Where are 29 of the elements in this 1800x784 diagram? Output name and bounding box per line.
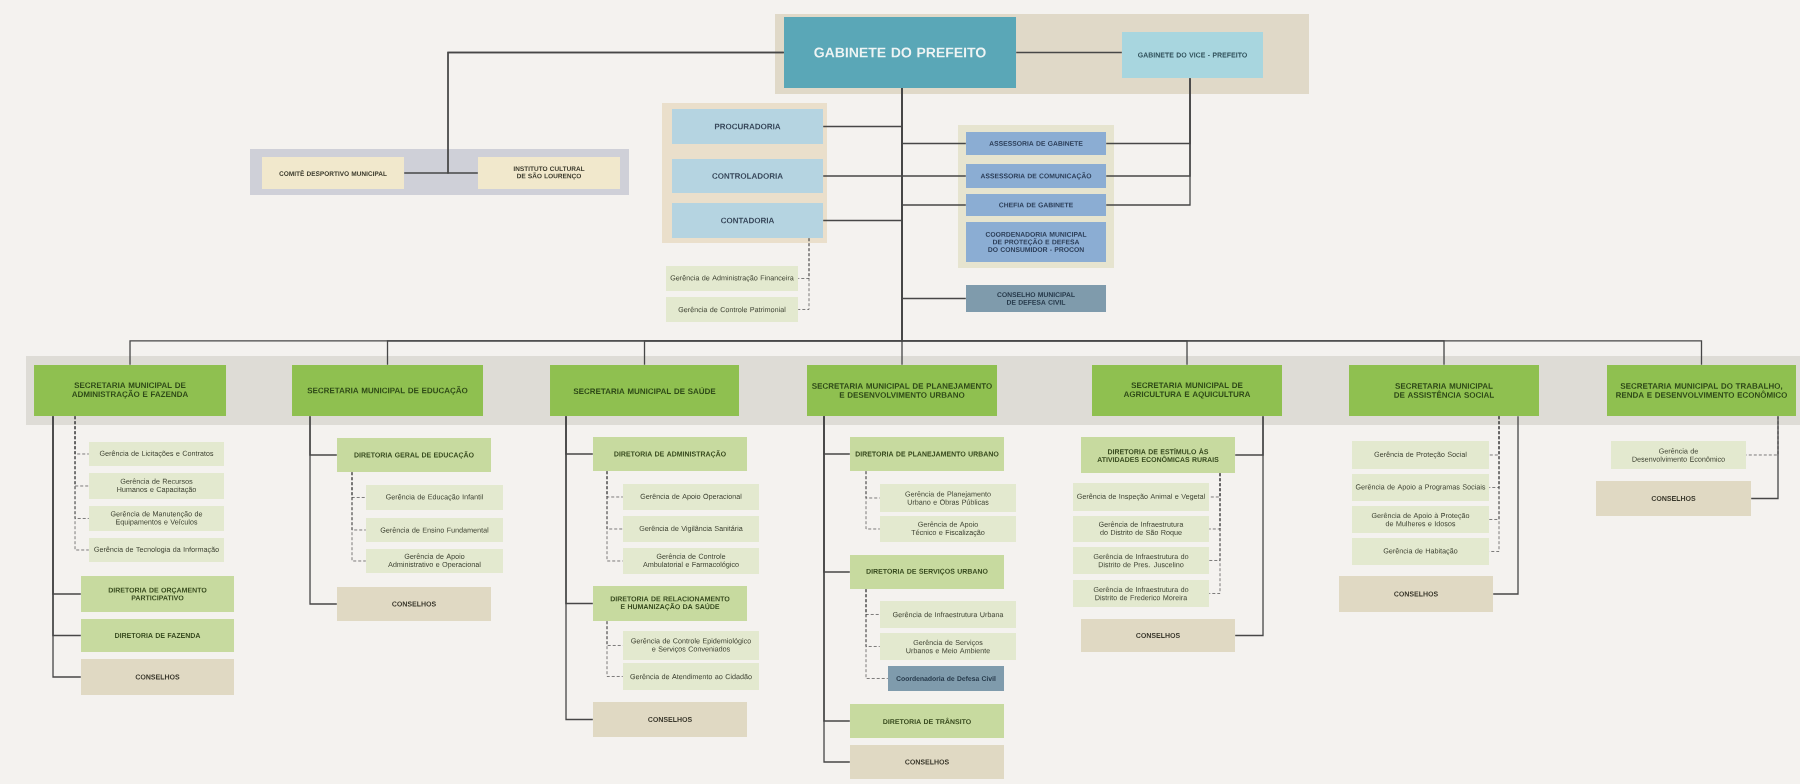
connector-line [52,415,82,678]
connector-line [565,415,594,721]
department-box: SECRETARIA MUNICIPAL DE ASSISTÊNCIA SOCIAL [1349,365,1539,416]
department-box: SECRETARIA MUNICIPAL DE ADMINISTRAÇÃO E FAZENDA [34,365,226,416]
connector-line [1105,77,1191,206]
department-box: SECRETARIA MUNICIPAL DE PLANEJAMENTO E DESENVOLVIMENTO URBANO [807,365,997,416]
connector-line [1208,472,1221,594]
unit-box: PROCURADORIA [672,109,823,144]
connector-line [1488,415,1500,552]
connector-line [606,470,624,562]
department-box: SECRETARIA MUNICIPAL DO TRABALHO, RENDA E DESENVOLVIMENTO ECONÔMICO [1607,365,1796,416]
connector-line [309,415,338,605]
connector-line [1234,415,1264,637]
unit-box: CONTADORIA [672,203,823,238]
unit-box: CONTROLADORIA [672,159,823,193]
connector-line [74,415,90,551]
department-box: SECRETARIA MUNICIPAL DE AGRICULTURA E AQUICULTURA [1092,365,1282,416]
office-box: GABINETE DO PREFEITO [784,17,1016,88]
connector-line [1750,415,1779,500]
connector-line [606,620,624,677]
connector-line [901,87,1703,366]
department-box: SECRETARIA MUNICIPAL DE SAÚDE [550,365,739,416]
connector-line [1492,415,1519,595]
connector-line [1015,51,1123,54]
connector-line [351,471,367,562]
connector-line [865,470,881,530]
department-box: SECRETARIA MUNICIPAL DE EDUCAÇÃO [292,365,483,416]
connector-line [865,588,889,679]
connector-line [797,237,810,310]
